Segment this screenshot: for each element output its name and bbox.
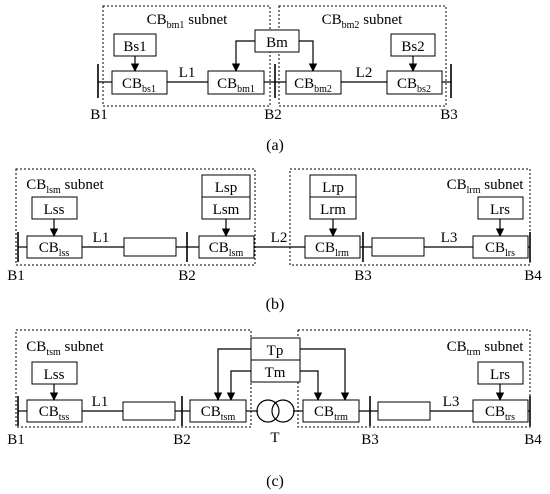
cb-lrm-label: CBlrm [315,240,349,259]
cb-bs1-label: CBbs1 [122,76,156,95]
lsp-label: Lsp [215,180,238,196]
bus-label-b2-b: B2 [178,268,196,284]
subnet-bm1-border [102,5,271,107]
transformer-label: T [270,430,279,446]
line-impedance-l3 [371,237,425,257]
tm-label: Tm [265,365,286,381]
tp-label: Tp [267,343,284,359]
lrs-label-c: Lrs [490,367,510,383]
caption-c: (c) [266,473,284,490]
cb-bs1-box [111,70,168,95]
bus-label-b4-b: B4 [524,268,542,284]
panel-c: CBtsm subnet CBtrm subnet L1 L3 T CBtss … [7,329,542,490]
cb-lss-label: CBlss [39,240,70,259]
cb-tss-label: CBtss [39,404,70,423]
bus-label-b4-c: B4 [524,432,542,448]
line-label-l1: L1 [179,65,196,81]
subnet-bm2-title: CBbm2 subnet [322,12,404,31]
subnet-lsm-border [15,168,256,266]
panel-a: CBbm1 subnet CBbm2 subnet L1 L2 CBbs1 CB… [90,5,458,154]
bus-label-b1-a: B1 [90,107,108,123]
cb-lsm-label: CBlsm [209,240,244,259]
subnet-lsm-title: CBlsm subnet [26,177,104,196]
line-impedance-l1-c [122,401,176,421]
subnet-lrm-title: CBlrm subnet [447,177,525,196]
caption-b: (b) [266,296,285,313]
bus-label-b1-c: B1 [7,432,25,448]
line-impedance-l1 [123,237,177,257]
cb-trs-label: CBtrs [485,404,515,423]
subnet-bm1-title: CBbm1 subnet [147,12,229,31]
lsm-label: Lsm [213,202,240,218]
cb-lrs-label: CBlrs [485,240,515,259]
caption-a: (a) [266,137,284,154]
arrow-tm-left [226,370,251,401]
line-label-l1-b: L1 [93,230,110,246]
transformer-winding-1 [256,399,280,423]
subnet-bm2-border [278,5,447,107]
cb-bm2-label: CBbm2 [294,76,332,95]
cb-bm1-label: CBbm1 [217,76,255,95]
arrow-tp-right [300,348,350,401]
cb-tsm-label: CBtsm [201,404,236,423]
subnet-tsm-title: CBtsm subnet [26,339,104,358]
cb-bs2-label: CBbs2 [397,76,431,95]
bm-label: Bm [266,35,288,51]
lss-label-c: Lss [44,367,65,383]
lrm-label: Lrm [320,202,346,218]
lss-label: Lss [44,202,65,218]
cb-trm-label: CBtrm [314,404,348,423]
arrow-tp-left [213,348,251,401]
bs1-label: Bs1 [123,39,146,55]
line-label-l2: L2 [356,65,373,81]
panel-b: CBlsm subnet CBlrm subnet L1 L2 L3 CBlss… [7,168,542,313]
subnet-trm-title: CBtrm subnet [447,339,525,358]
bus-label-b3-b: B3 [354,268,372,284]
lrp-label: Lrp [322,180,344,196]
lrs-label: Lrs [490,202,510,218]
bus-label-b1-b: B1 [7,268,25,284]
bus-label-b3-a: B3 [440,107,458,123]
arrow-bm-right [299,40,318,72]
arrow-tm-right [300,370,323,401]
cb-trm-box [302,399,360,423]
bus-label-b3-c: B3 [361,432,379,448]
line-label-l1-c: L1 [92,394,109,410]
bus-label-b2-c: B2 [173,432,191,448]
arrow-bm-left [231,40,255,72]
line-label-l2-b: L2 [271,230,288,246]
line-impedance-l3-c [377,401,431,421]
bs2-label: Bs2 [401,39,424,55]
line-label-l3-c: L3 [443,394,460,410]
subnet-tsm-border [15,329,252,428]
line-label-l3-b: L3 [441,230,458,246]
subnet-lrm-border [289,168,531,266]
bus-label-b2-a: B2 [264,107,282,123]
transformer-winding-2 [271,399,295,423]
